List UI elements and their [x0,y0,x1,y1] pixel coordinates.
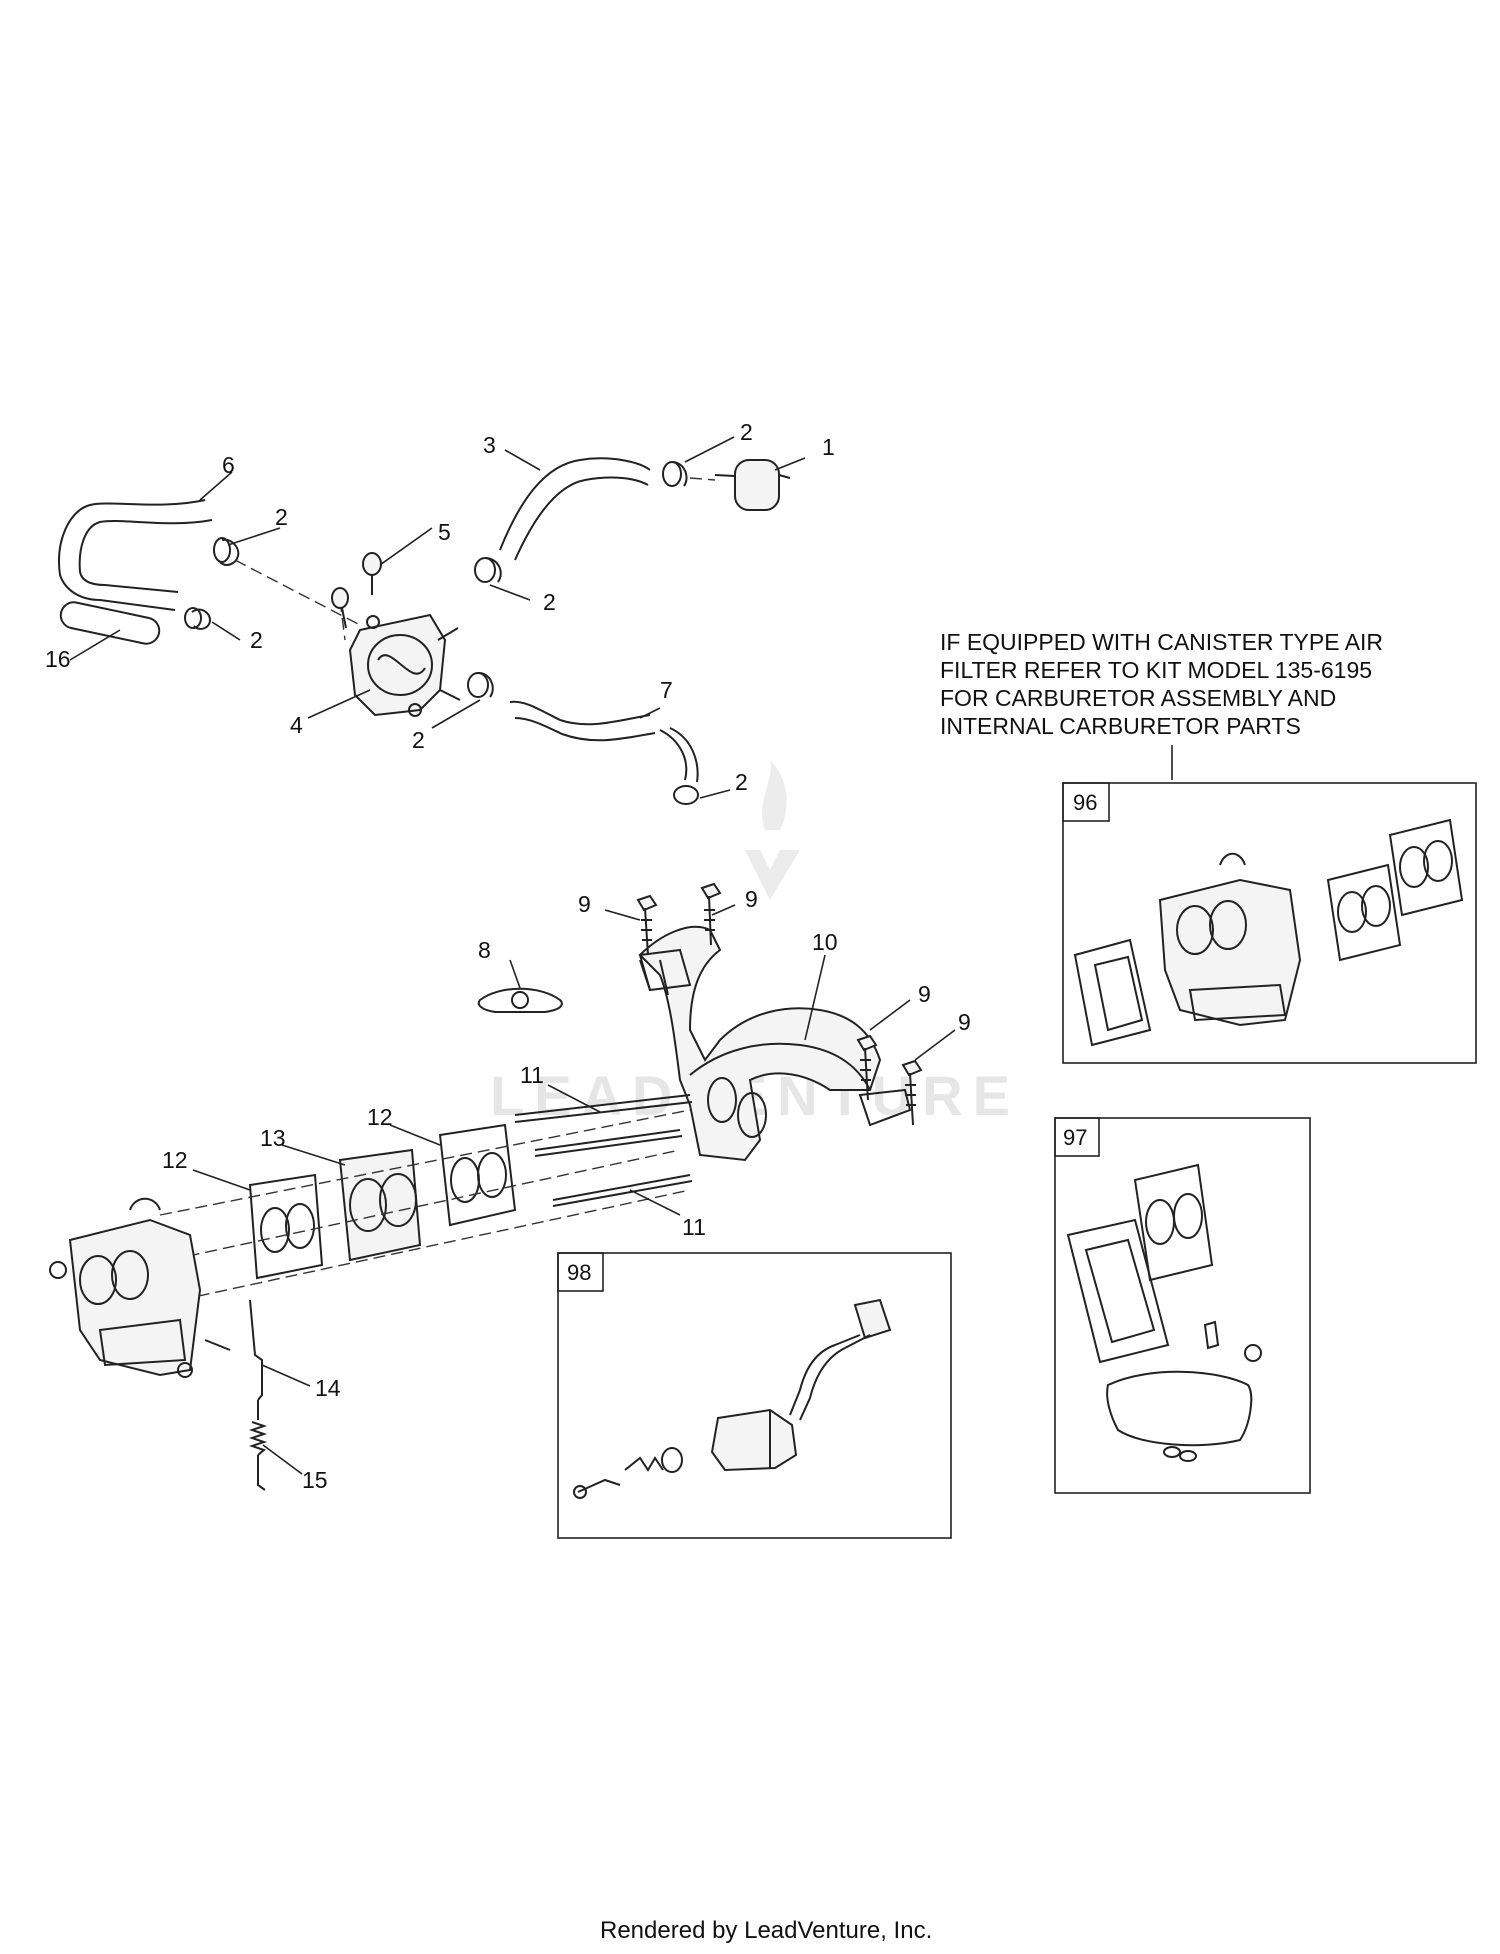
spacer-13 [338,1148,422,1262]
fuel-hose-7 [509,700,699,783]
clamp-2-pump-return [467,672,494,698]
alignment-line-middle [169,1149,681,1261]
callout-9-c: 9 [918,981,931,1007]
bolt-9-d [901,1059,923,1126]
fuel-hose-3 [499,457,651,561]
gasket-12-right [438,1123,517,1227]
note-line-3: FOR CARBURETOR ASSEMBLY AND [940,685,1336,711]
callout-12-right: 12 [367,1104,393,1130]
alignment-line-lower [179,1189,691,1301]
fuel-filter-1 [714,459,791,511]
callout-11-upper: 11 [520,1062,544,1088]
intake-manifold-10 [638,925,912,1162]
callout-10: 10 [812,929,838,955]
carburetor-assembly [49,1197,231,1378]
stud-11-upper [514,1094,693,1123]
callout-2-pump-return: 2 [412,727,425,753]
callout-9-b: 9 [745,886,758,912]
stud-11-lower [552,1174,693,1207]
gasket-12-left [248,1173,324,1280]
callout-16: 16 [45,646,71,672]
alignment-line-pump-inlet [234,559,361,626]
callout-7: 7 [660,677,673,703]
kit-note: IF EQUIPPED WITH CANISTER TYPE AIR FILTE… [940,629,1383,780]
kit-97-number: 97 [1063,1125,1087,1150]
clamp-2-pump-outlet [474,557,502,583]
kit-96-box: 96 [1062,782,1477,1064]
alignment-line-filter [689,477,716,481]
callout-11-lower: 11 [682,1214,706,1240]
screw-5-upper [362,552,382,595]
fuel-hose-6 [58,499,213,611]
clamp-2-left-upper [213,537,240,566]
callout-2-hose-lower: 2 [250,627,263,653]
spring-15 [248,1400,268,1491]
callout-3: 3 [483,432,496,458]
kit-97-box: 97 [1054,1117,1311,1494]
callout-2-hose-end: 2 [735,769,748,795]
hose-16 [59,601,161,645]
bolt-9-b [700,882,722,946]
footer-credit: Rendered by LeadVenture, Inc. [600,1917,932,1944]
fuel-pump-4 [348,613,461,717]
clamp-2-filter [662,461,688,487]
callout-2-pump-outlet: 2 [543,589,556,615]
callout-14: 14 [315,1375,341,1401]
gasket-8 [477,987,563,1013]
bolt-9-c [856,1034,878,1101]
callout-labels: 1 2 3 6 2 5 2 2 16 4 7 2 2 8 9 9 10 9 9 … [45,419,971,1493]
callout-13: 13 [260,1125,286,1151]
callout-2-filter: 2 [740,419,753,445]
callout-5: 5 [438,519,451,545]
stud-11-middle [534,1129,683,1157]
bolt-9-a [636,894,658,956]
callout-1: 1 [822,434,835,460]
alignment-line-upper [159,1109,691,1216]
callout-4: 4 [290,712,303,738]
kit-96-number: 96 [1073,790,1097,815]
note-line-4: INTERNAL CARBURETOR PARTS [940,713,1301,739]
linkage-rod-14 [249,1299,263,1401]
callout-9-d: 9 [958,1009,971,1035]
clamp-2-hose-end [673,785,699,805]
note-line-2: FILTER REFER TO KIT MODEL 135-6195 [940,657,1372,683]
screw-5-lower [331,587,349,629]
callout-15: 15 [302,1467,328,1493]
kit-98-box: 98 [557,1252,952,1539]
callout-9-a: 9 [578,891,591,917]
callout-12-left: 12 [162,1147,188,1173]
leader-lines [69,436,956,1475]
note-line-1: IF EQUIPPED WITH CANISTER TYPE AIR [940,629,1383,655]
callout-2-hose-upper: 2 [275,504,288,530]
kit-98-number: 98 [567,1260,591,1285]
callout-6: 6 [222,452,235,478]
callout-8: 8 [478,937,491,963]
clamp-2-left-lower [184,607,212,630]
